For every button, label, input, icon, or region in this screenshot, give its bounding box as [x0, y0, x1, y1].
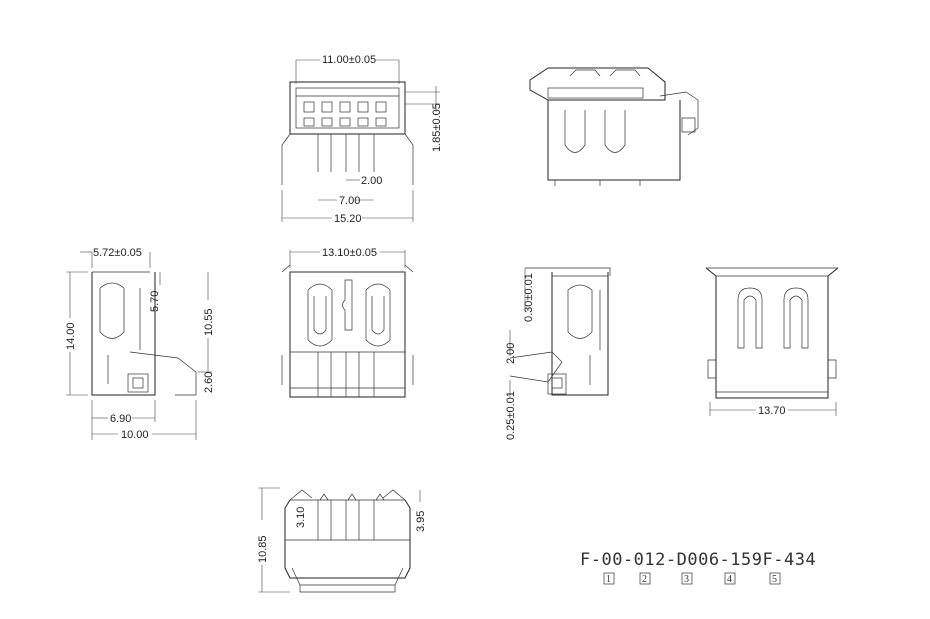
dim-side2-mid: 2.00: [505, 343, 517, 364]
dim-top-overall: 15.20: [334, 213, 362, 225]
dim-left-depth-inner: 6.90: [110, 413, 131, 425]
left-side-view: 5.72±0.05 14.00 10.55 5.70 2.60 6.90 10.…: [65, 247, 215, 441]
dim-left-pin-len: 2.60: [203, 372, 215, 393]
dim-top-width: 11.00±0.05: [322, 54, 376, 66]
top-view: 11.00±0.05 1.85±0.05 2.00 7.00 15.20: [281, 54, 443, 225]
pin-label-3: 3: [684, 574, 689, 585]
dim-left-height-mid: 10.55: [203, 308, 215, 336]
dim-bottom-height: 10.85: [257, 535, 269, 563]
isometric-view: [529, 67, 699, 186]
part-number: F-00-012-D006-159F-434: [580, 550, 816, 570]
dim-left-offset: 5.72±0.05: [93, 247, 142, 259]
pin-label-4: 4: [727, 574, 732, 585]
dim-bottom-a: 3.10: [295, 507, 307, 528]
bottom-view: 10.85 3.10 3.95: [257, 487, 427, 593]
pin-label-2: 2: [642, 574, 647, 585]
dim-left-pin-height: 5.70: [149, 291, 161, 312]
pin-index-row: 1 2 3 4 5: [603, 572, 781, 585]
front-view: 13.10±0.05: [281, 247, 414, 398]
pin-label-1: 1: [606, 574, 611, 585]
dim-bottom-b: 3.95: [415, 511, 427, 532]
dim-top-pitch: 2.00: [361, 175, 382, 187]
dim-front-width: 13.10±0.05: [322, 247, 377, 259]
dim-top-height: 1.85±0.05: [431, 103, 443, 152]
dim-top-pin-span: 7.00: [339, 195, 360, 207]
back-view: 13.70: [705, 267, 839, 417]
dim-side2-top: 0.30±0.01: [523, 273, 535, 322]
dim-side2-bottom: 0.25±0.01: [505, 391, 517, 440]
dim-back-width: 13.70: [758, 405, 786, 417]
pin-label-5: 5: [772, 574, 777, 585]
dim-left-height-total: 14.00: [65, 322, 77, 350]
right-side-view: 0.30±0.01 2.00 0.25±0.01: [505, 267, 611, 440]
dim-left-depth: 10.00: [121, 429, 149, 441]
